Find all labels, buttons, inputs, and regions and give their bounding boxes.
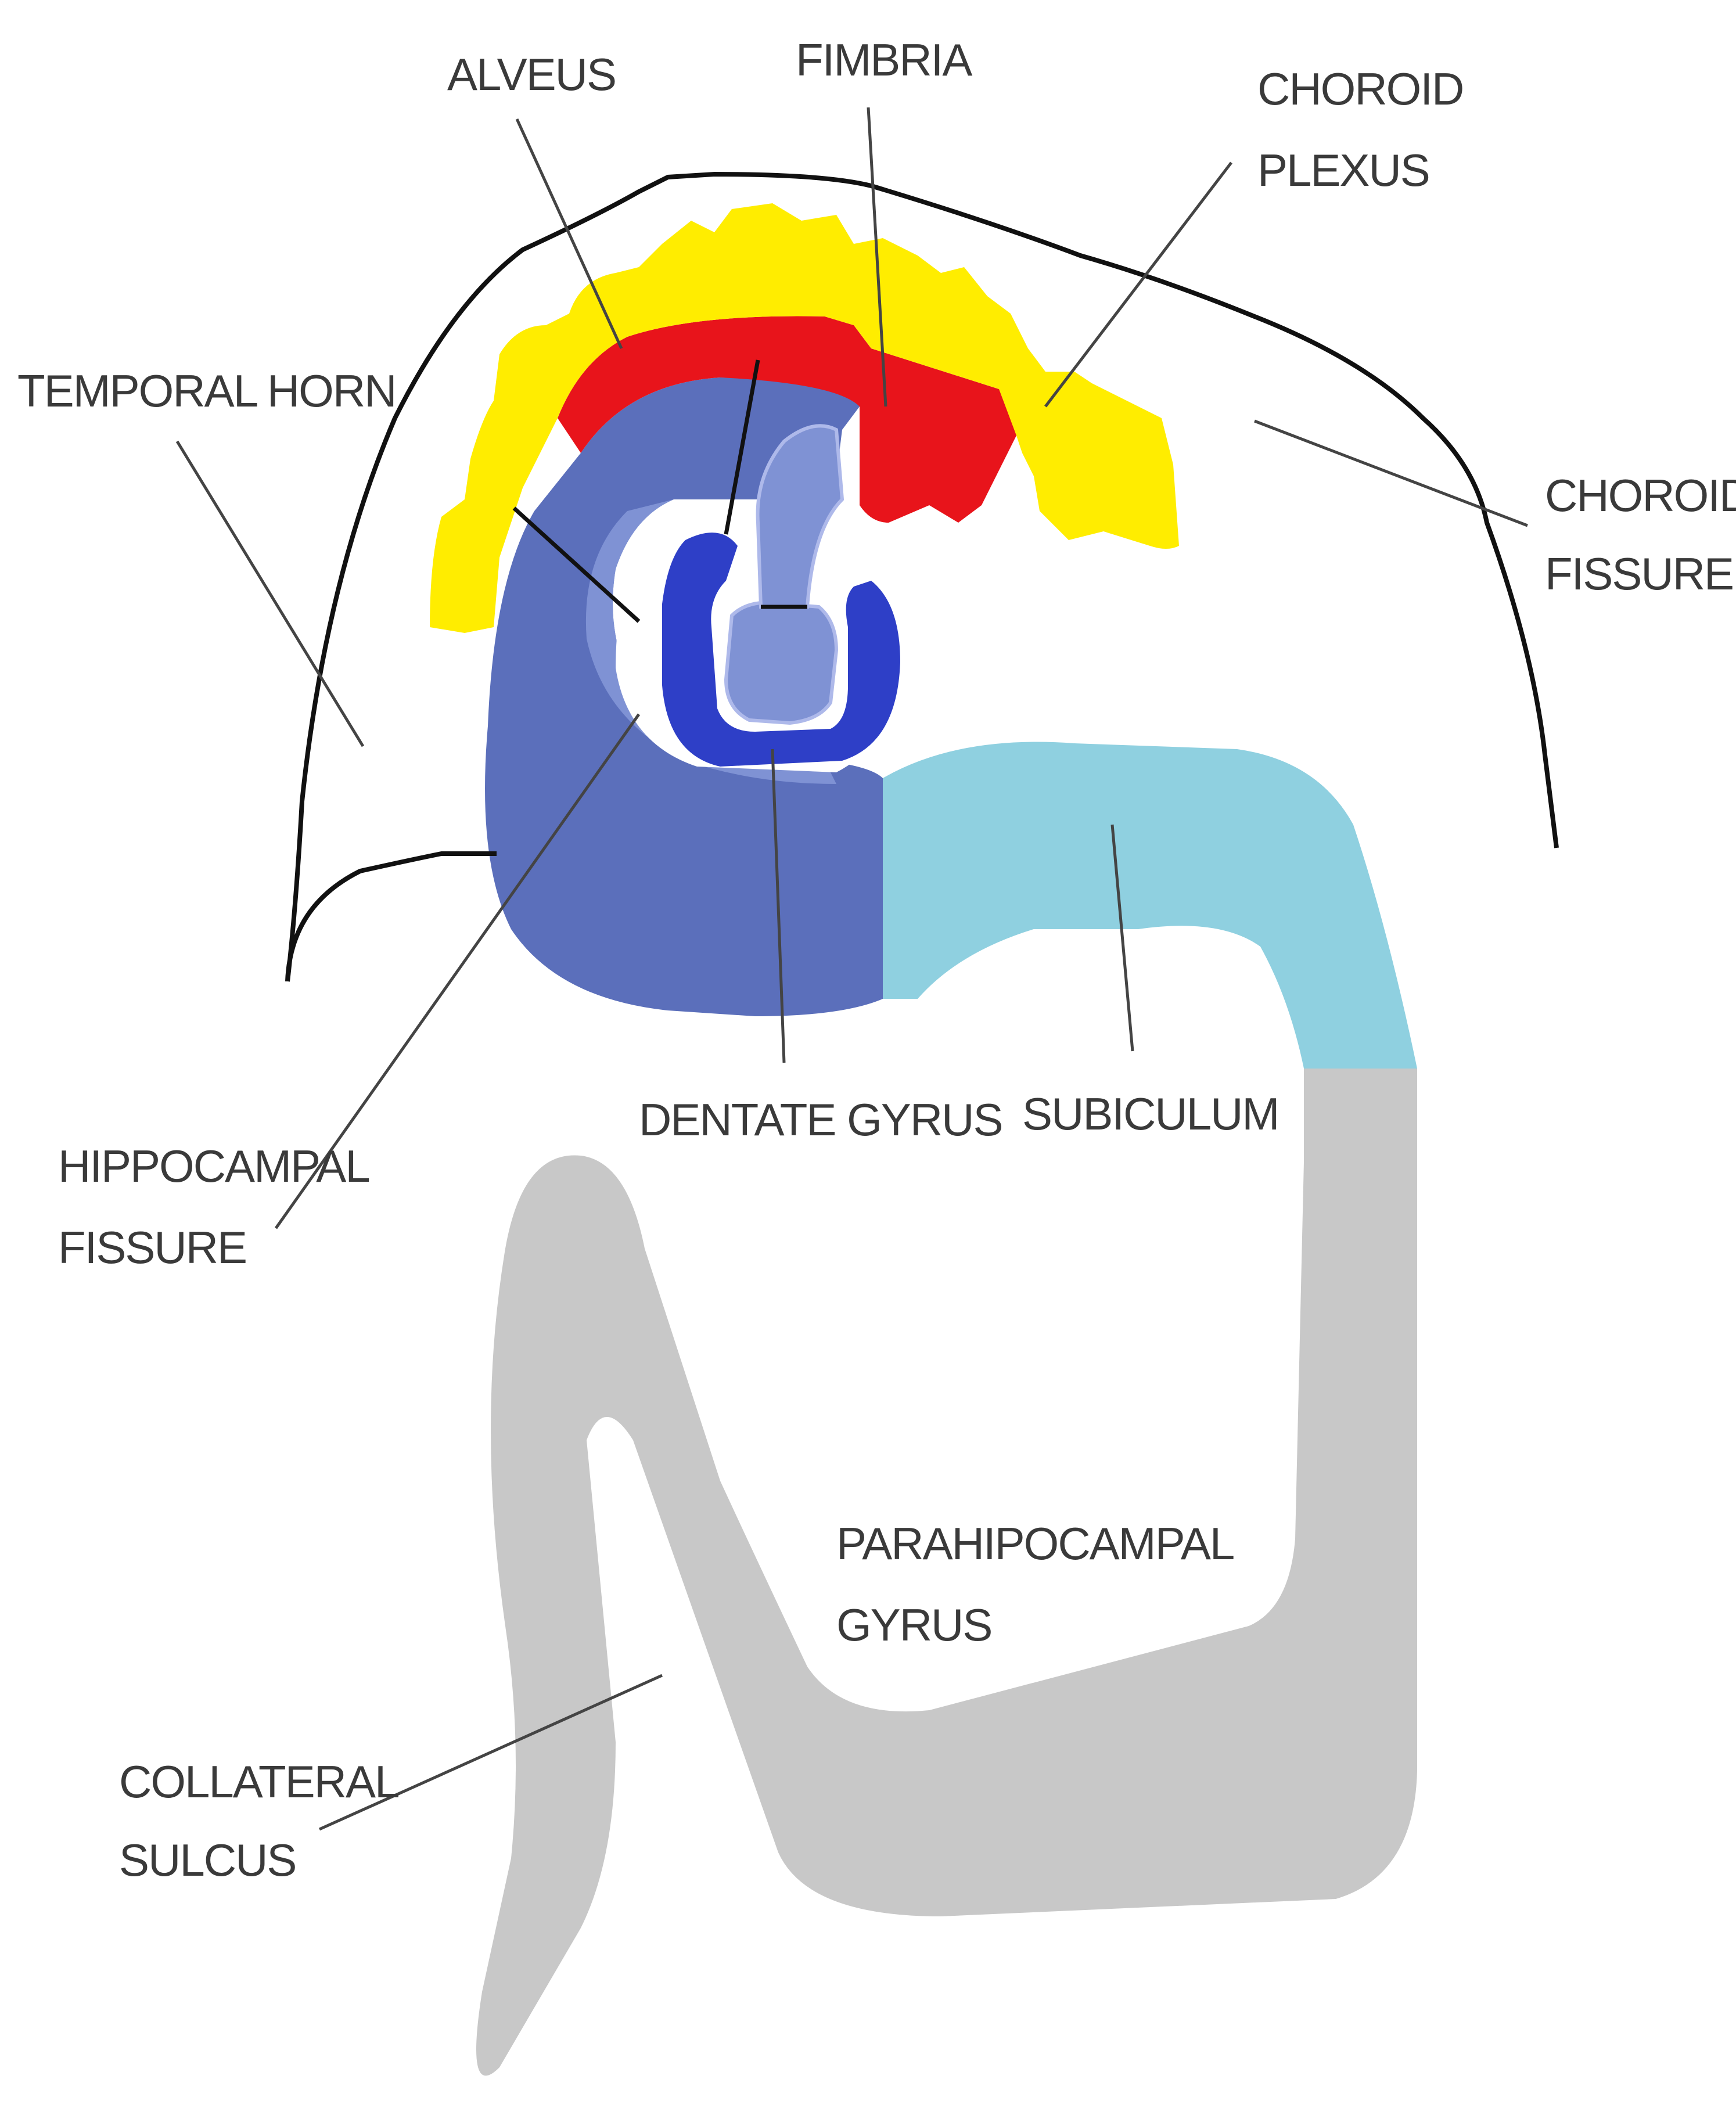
label-choroidal-fissure-line2: FISSURE xyxy=(1545,548,1733,599)
label-hippocampal-fissure-line1: HIPPOCAMPAL xyxy=(58,1141,369,1192)
hilum-shape xyxy=(726,603,836,724)
choroid-plexus-leader xyxy=(1045,163,1231,407)
label-temporal-horn: TEMPORAL HORN xyxy=(17,365,396,416)
subiculum-shape xyxy=(883,742,1417,1069)
label-fimbria: FIMBRIA xyxy=(796,34,972,85)
parahippocampal-gyrus-shape xyxy=(476,1069,1417,2075)
label-choroidal-fissure-line1: CHOROIDAL xyxy=(1545,470,1736,521)
label-choroid-plexus-line1: CHOROID xyxy=(1257,63,1463,114)
choroidal-fissure-leader xyxy=(1255,421,1527,526)
label-subiculum: SUBICULUM xyxy=(1022,1088,1278,1139)
label-hippocampal-fissure-line2: FISSURE xyxy=(58,1222,246,1273)
label-collateral-sulcus-line1: COLLATERAL xyxy=(119,1756,398,1807)
label-collateral-sulcus-line2: SULCUS xyxy=(119,1834,296,1886)
label-choroid-plexus-line2: PLEXUS xyxy=(1257,145,1429,196)
label-dentate-gyrus: DENTATE GYRUS xyxy=(639,1094,1002,1145)
label-parahippocampal-gyrus-line1: PARAHIPOCAMPAL xyxy=(836,1518,1234,1569)
label-parahippocampal-gyrus-line2: GYRUS xyxy=(836,1599,991,1650)
label-alveus: ALVEUS xyxy=(447,49,616,100)
